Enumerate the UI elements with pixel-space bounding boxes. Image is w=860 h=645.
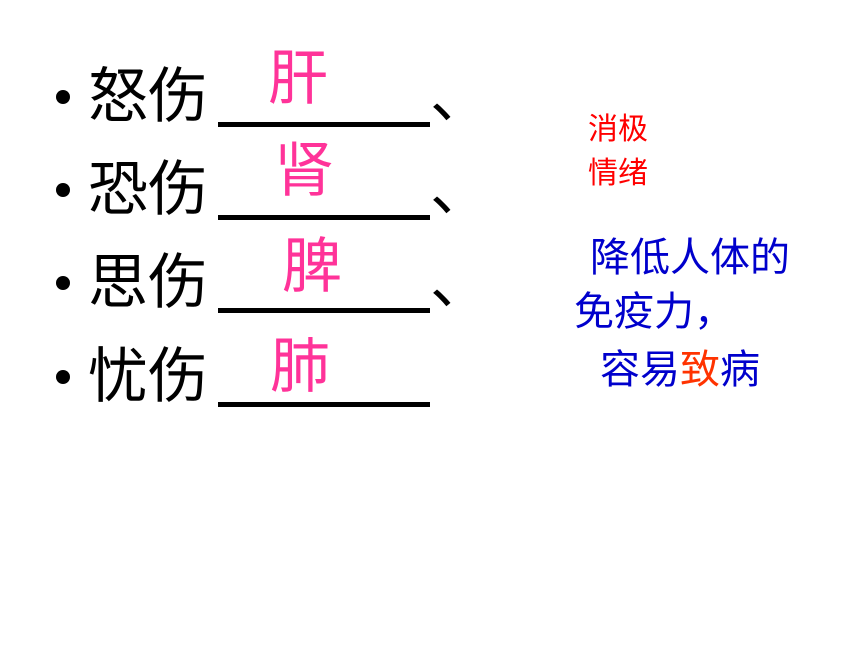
answer-text: 肾 bbox=[274, 136, 334, 206]
note-line: 情绪 bbox=[588, 156, 648, 191]
separator: 、 bbox=[430, 248, 490, 318]
bullet-row: 思伤 、 bbox=[50, 248, 490, 328]
immunity-note-line-2: 免疫力， bbox=[574, 289, 734, 335]
bullet-dot bbox=[56, 276, 70, 290]
answer-blank-line bbox=[218, 122, 430, 127]
emphasis-text: 致 bbox=[680, 347, 720, 393]
separator: 、 bbox=[430, 155, 490, 225]
answer-text: 脾 bbox=[282, 232, 342, 302]
bullet-label: 恐伤 bbox=[88, 155, 208, 225]
answer-text: 肺 bbox=[270, 332, 330, 402]
bullet-label: 思伤 bbox=[88, 248, 208, 318]
bullet-row: 恐伤 、 bbox=[50, 155, 490, 235]
bullet-label: 忧伤 bbox=[88, 342, 208, 412]
bullet-row: 怒伤 、 bbox=[50, 62, 490, 142]
bullet-row: 忧伤 bbox=[50, 342, 470, 422]
separator: 、 bbox=[430, 62, 490, 132]
bullet-dot bbox=[56, 370, 70, 384]
bullet-dot bbox=[56, 183, 70, 197]
immunity-note-line-3: 容易致病 bbox=[600, 344, 760, 396]
bullet-dot bbox=[56, 90, 70, 104]
answer-text: 肝 bbox=[268, 44, 328, 114]
answer-blank-line bbox=[218, 402, 430, 407]
note-line: 消极 bbox=[588, 112, 648, 147]
immunity-note-line-1: 降低人体的 bbox=[590, 235, 790, 281]
answer-blank-line bbox=[218, 215, 430, 220]
bullet-label: 怒伤 bbox=[88, 62, 208, 132]
note-text: 病 bbox=[720, 347, 760, 393]
note-text: 容易 bbox=[600, 347, 680, 393]
negative-emotion-note: 消极 情绪 bbox=[588, 108, 648, 196]
answer-blank-line bbox=[218, 308, 430, 313]
